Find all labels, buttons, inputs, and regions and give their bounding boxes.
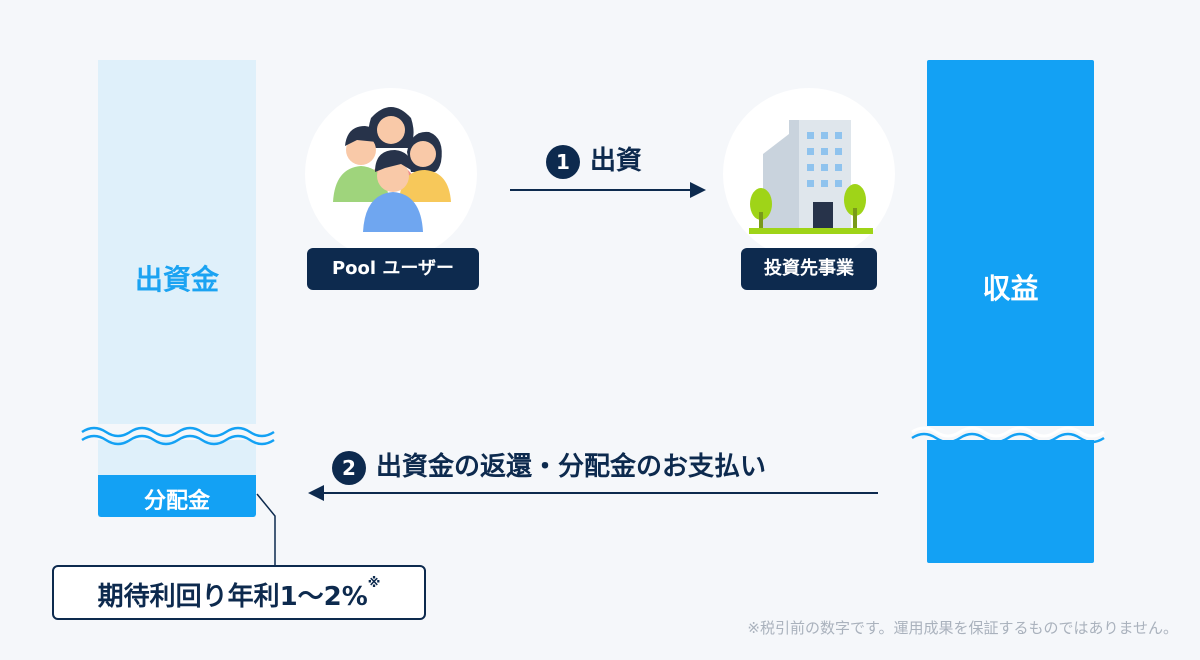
left-wave-break xyxy=(82,424,274,444)
arrow-invest xyxy=(510,182,706,198)
arrow-return xyxy=(308,485,878,501)
office-building-icon xyxy=(723,88,895,260)
yield-callout-text: 期待利回り年利1〜2% xyxy=(98,582,368,612)
step-invest: 1 出資 xyxy=(546,140,642,179)
step-number-badge: 2 xyxy=(332,451,366,485)
people-group-icon xyxy=(305,88,477,260)
right-wave-break xyxy=(912,426,1108,442)
users-avatar-circle xyxy=(305,88,477,260)
callout-connector xyxy=(257,494,275,566)
business-tag: 投資先事業 xyxy=(741,248,877,290)
disclaimer-footnote: ※税引前の数字です。運用成果を保証するものではありません。 xyxy=(747,617,1178,638)
step-return: 2 出資金の返還・分配金のお支払い xyxy=(332,446,766,485)
yield-callout: 期待利回り年利1〜2%※ xyxy=(52,576,426,613)
users-tag: Pool ユーザー xyxy=(307,248,479,290)
business-circle xyxy=(723,88,895,260)
yield-footnote-mark: ※ xyxy=(368,576,381,591)
step-return-label: 出資金の返還・分配金のお支払い xyxy=(376,452,766,482)
step-invest-label: 出資 xyxy=(590,146,642,176)
step-number-badge: 1 xyxy=(546,145,580,179)
